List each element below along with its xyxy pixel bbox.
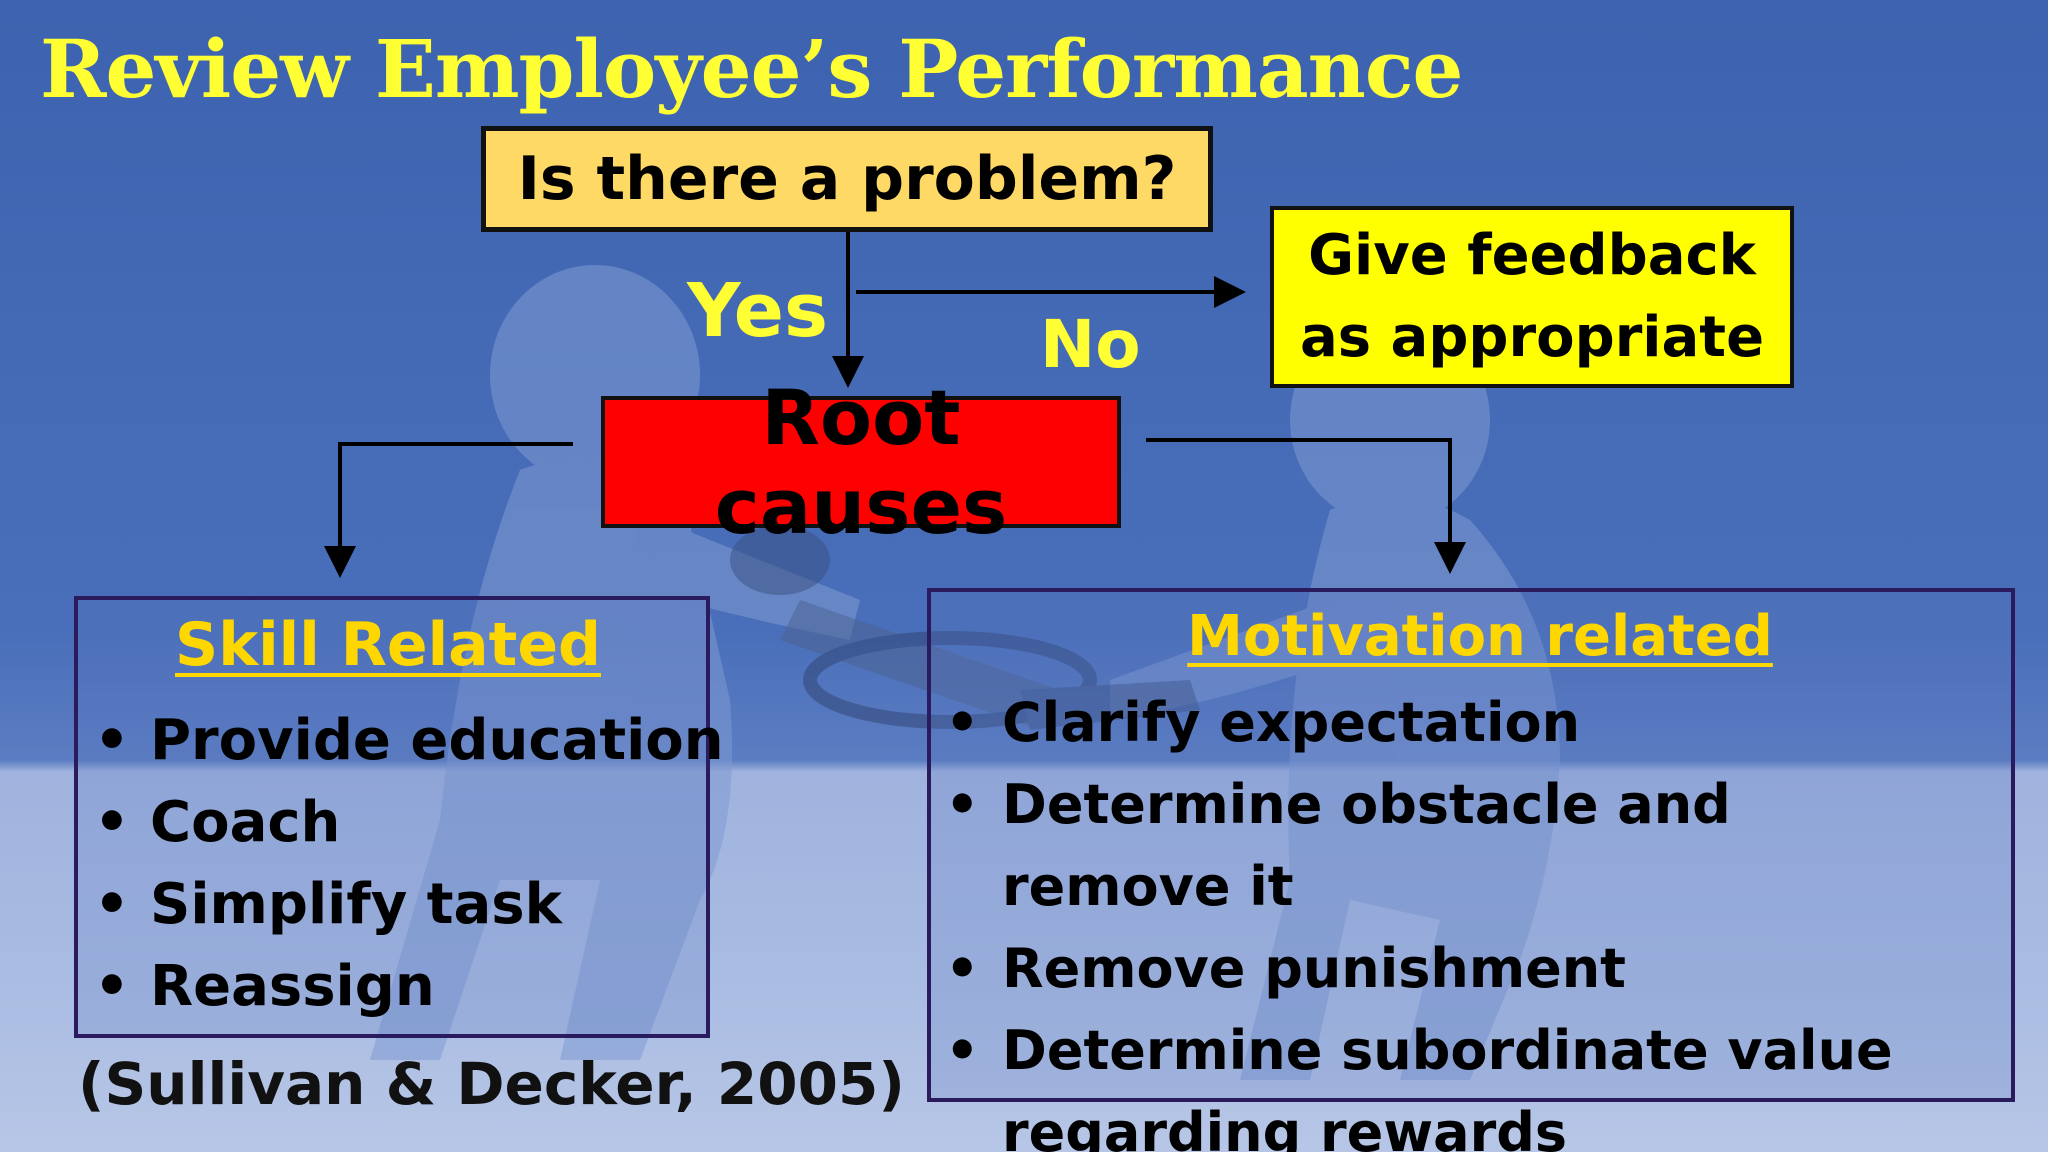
list-item: • Clarify expectation [945,682,1962,764]
bullet-icon: • [94,790,130,855]
bullet-icon: • [945,1019,980,1082]
bullet-icon: • [94,872,130,937]
root-causes-text: Root causes [714,373,1008,551]
list-item-text: Provide education [150,708,724,773]
yes-label: Yes [687,268,829,354]
list-item: • Simplify task [90,864,724,946]
bullet-icon: • [945,691,980,754]
bullet-icon: • [945,937,980,1000]
no-label: No [1040,306,1141,383]
list-item: • Coach [90,782,724,864]
skill-branch-arrow [324,442,573,578]
skill-related-list: • Provide education • Coach • Simplify task… [90,700,724,1028]
bullet-icon: • [94,708,130,773]
problem-question-text: Is there a problem? [517,144,1177,214]
list-item-text: Coach [150,790,341,855]
list-item: • Provide education [90,700,724,782]
root-causes-box: Root causes [601,373,1121,551]
list-item-text: Clarify expectation [1002,691,1581,754]
slide-title: Review Employee’s Performance [40,22,1463,116]
problem-question-box: Is there a problem? [481,126,1213,232]
bullet-icon: • [94,954,130,1019]
citation: (Sullivan & Decker, 2005) [78,1050,905,1118]
list-item-text: Remove punishment [1002,937,1626,1000]
skill-related-title: Skill Related [175,610,601,680]
motivation-related-title: Motivation related [1187,604,1773,669]
skill-related-panel [74,596,710,1038]
feedback-box: Give feedback as appropriate [1270,206,1794,388]
bullet-icon: • [945,773,980,836]
list-item-text: Simplify task [150,872,562,937]
motivation-branch-arrow [1146,438,1466,574]
motivation-related-list: • Clarify expectation • Determine obstacle… [945,682,1962,1152]
list-item: • Reassign [90,946,724,1028]
feedback-text: Give feedback as appropriate [1299,223,1765,370]
list-item-text: Determine obstacle and remove it [1002,773,1731,918]
list-item: • Remove punishment [945,928,1962,1010]
list-item: • Determine obstacle and remove it [945,764,1962,928]
motivation-related-panel [927,588,2015,1102]
list-item-text: Determine subordinate value regarding re… [1002,1019,1893,1152]
list-item-text: Reassign [150,954,435,1019]
list-item: • Determine subordinate value regarding r… [945,1010,1962,1152]
